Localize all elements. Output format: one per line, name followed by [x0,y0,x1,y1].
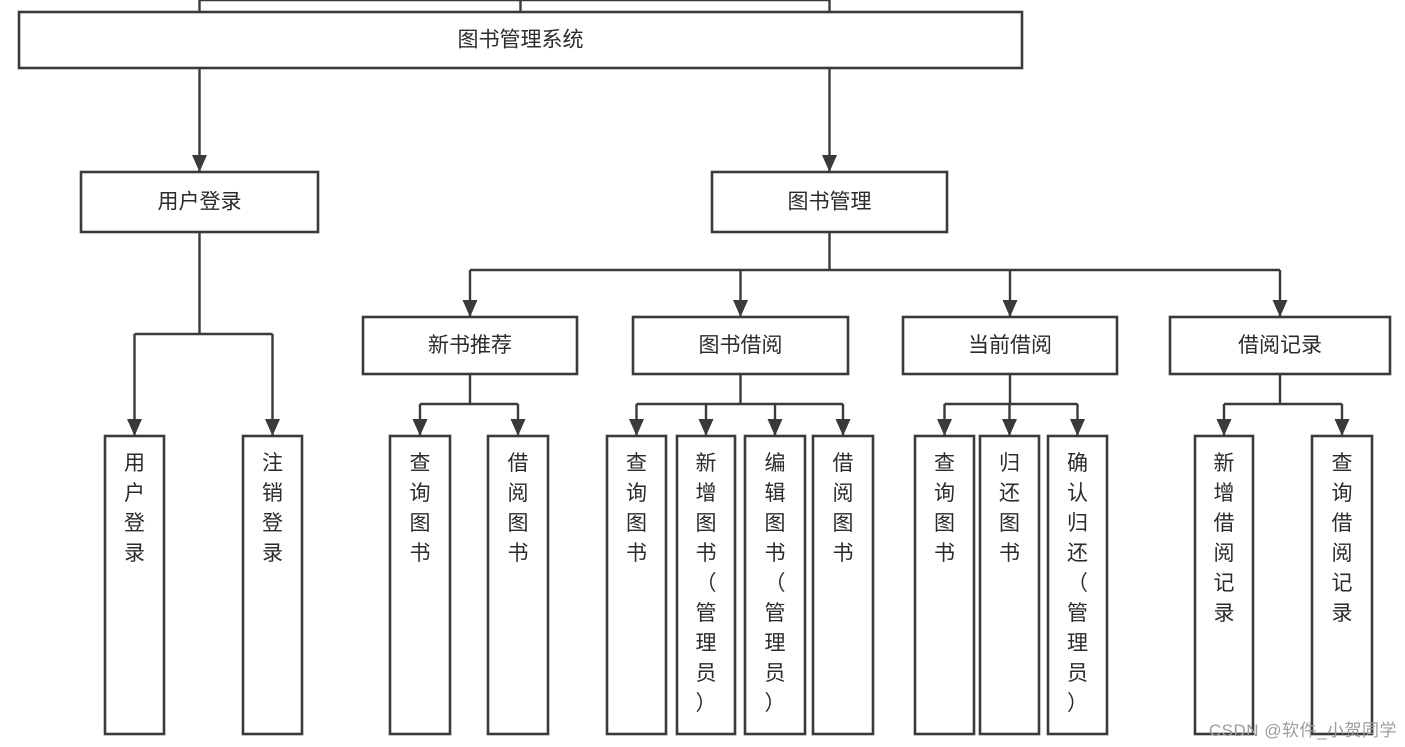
arrow-head-icon-borrow-record [1272,300,1288,317]
node-new-book-recommend[interactable]: 新书推荐 [361,315,579,376]
node-box-new-book-recommend[interactable] [361,315,579,376]
arrow-head-icon-new-book-recommend [462,300,478,317]
arrow-head-icon-leaf-borrow-book [835,419,851,436]
node-leaf-edit-book[interactable]: 编辑图书（管理员） [743,434,807,736]
node-box-leaf-edit-book[interactable] [743,434,807,736]
node-label-leaf-logout: 注销登录 [262,452,283,565]
node-label-book-borrow: 图书借阅 [699,334,783,357]
arrow-head-icon-leaf-add-book [698,419,714,436]
node-borrow-record[interactable]: 借阅记录 [1168,315,1392,376]
node-book-manage[interactable]: 图书管理 [710,170,949,234]
node-box-current-borrow[interactable] [901,315,1119,376]
arrow-head-icon-leaf-borrow-book-recommend [510,419,526,436]
node-label-leaf-add-borrow-record: 新增借阅记录 [1214,452,1235,625]
node-label-leaf-query-book-borrow: 查询图书 [626,452,647,565]
node-root[interactable]: 图书管理系统 [17,10,1024,70]
node-box-leaf-query-book-borrow[interactable] [605,434,668,736]
node-box-leaf-logout[interactable] [241,434,304,736]
node-box-borrow-record[interactable] [1168,315,1392,376]
connector-layer [127,0,1350,436]
node-box-leaf-confirm-return[interactable] [1046,434,1109,736]
node-box-book-borrow[interactable] [631,315,850,376]
node-leaf-borrow-book[interactable]: 借阅图书 [811,434,875,736]
node-leaf-query-book-current[interactable]: 查询图书 [913,434,976,736]
node-box-leaf-user-login[interactable] [103,434,166,736]
node-leaf-query-book-recommend[interactable]: 查询图书 [388,434,452,736]
node-leaf-confirm-return[interactable]: 确认归还（管理员） [1046,434,1109,736]
node-box-leaf-query-book-current[interactable] [913,434,976,736]
node-leaf-query-book-borrow[interactable]: 查询图书 [605,434,668,736]
arrow-head-icon-leaf-query-book-recommend [412,419,428,436]
arrow-head-icon-leaf-return-book [1002,419,1017,436]
node-book-borrow[interactable]: 图书借阅 [631,315,850,376]
node-label-leaf-user-login: 用户登录 [124,452,145,565]
node-label-leaf-query-borrow-record: 查询借阅记录 [1332,452,1353,625]
arrow-head-icon-book-manage [822,155,837,172]
watermark-label: CSDN @软件_小贺同学 [1208,721,1397,740]
arrow-head-icon-leaf-logout [265,419,280,436]
node-box-leaf-add-book[interactable] [675,434,737,736]
node-label-root: 图书管理系统 [458,29,584,52]
node-label-leaf-add-book: 新增图书（管理员） [696,452,717,715]
node-box-root[interactable] [17,10,1024,70]
node-leaf-query-borrow-record[interactable]: 查询借阅记录 [1310,434,1374,736]
node-current-borrow[interactable]: 当前借阅 [901,315,1119,376]
node-user-login[interactable]: 用户登录 [79,170,320,234]
node-leaf-user-login[interactable]: 用户登录 [103,434,166,736]
node-box-leaf-borrow-book-recommend[interactable] [486,434,550,736]
arrow-head-icon-current-borrow [1002,300,1018,317]
arrow-head-icon-user-login [192,155,207,172]
arrow-head-icon-book-borrow [733,300,748,317]
node-label-leaf-borrow-book: 借阅图书 [833,452,854,565]
node-label-leaf-query-book-recommend: 查询图书 [410,452,431,565]
node-label-new-book-recommend: 新书推荐 [428,334,512,357]
node-box-leaf-return-book[interactable] [978,434,1041,736]
arrow-head-icon-leaf-confirm-return [1070,419,1085,436]
node-leaf-borrow-book-recommend[interactable]: 借阅图书 [486,434,550,736]
node-leaf-return-book[interactable]: 归还图书 [978,434,1041,736]
node-label-leaf-query-book-current: 查询图书 [934,452,955,565]
node-label-leaf-borrow-book-recommend: 借阅图书 [508,452,529,565]
node-label-current-borrow: 当前借阅 [968,334,1052,357]
node-box-leaf-query-book-recommend[interactable] [388,434,452,736]
arrow-head-icon-leaf-query-book-borrow [629,419,644,436]
node-box-leaf-query-borrow-record[interactable] [1310,434,1374,736]
node-label-borrow-record: 借阅记录 [1238,334,1322,357]
node-label-user-login: 用户登录 [158,191,242,214]
node-box-leaf-add-borrow-record[interactable] [1193,434,1255,736]
node-box-book-manage[interactable] [710,170,949,234]
node-label-leaf-return-book: 归还图书 [999,452,1020,565]
arrow-head-icon-leaf-user-login [127,419,142,436]
node-leaf-add-borrow-record[interactable]: 新增借阅记录 [1193,434,1255,736]
arrow-head-icon-leaf-query-borrow-record [1334,419,1350,436]
node-box-user-login[interactable] [79,170,320,234]
node-label-leaf-confirm-return: 确认归还（管理员） [1067,452,1088,715]
node-label-leaf-edit-book: 编辑图书（管理员） [765,452,786,715]
node-box-leaf-borrow-book[interactable] [811,434,875,736]
node-leaf-add-book[interactable]: 新增图书（管理员） [675,434,737,736]
node-label-book-manage: 图书管理 [788,191,872,214]
arrow-head-icon-leaf-add-borrow-record [1216,419,1232,436]
node-layer: 图书管理系统用户登录图书管理新书推荐图书借阅当前借阅借阅记录用户登录注销登录查询… [17,10,1392,736]
node-leaf-logout[interactable]: 注销登录 [241,434,304,736]
arrow-head-icon-leaf-query-book-current [937,419,952,436]
arrow-head-icon-leaf-edit-book [767,419,783,436]
